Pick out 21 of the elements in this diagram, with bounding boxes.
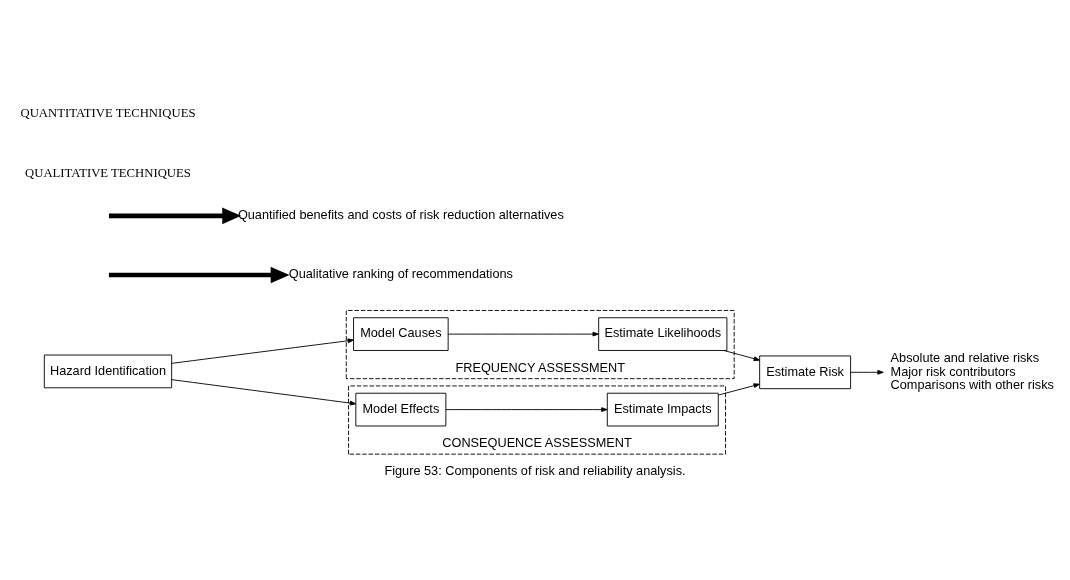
- node-box: Model Effects: [355, 392, 447, 427]
- node-box: Hazard Identification: [43, 354, 173, 389]
- arrow: [171, 379, 357, 406]
- arrow: [108, 207, 242, 225]
- node-text: Absolute and relative risks Major risk contributors Comparisons with other risks: [890, 350, 1054, 393]
- arrow: [850, 369, 884, 375]
- node-box: Estimate Risk: [759, 355, 852, 390]
- node-text: Qualitative ranking of recommendations: [288, 266, 513, 282]
- node-box: Model Causes: [353, 317, 449, 351]
- label: QUALITATIVE TECHNIQUES: [25, 165, 191, 180]
- arrow: [445, 407, 608, 412]
- arrow: [723, 350, 760, 362]
- node-text: Quantified benefits and costs of risk reduction alternatives: [237, 207, 564, 223]
- arrow: [171, 338, 354, 364]
- caption: Figure 53: Components of risk and reliability analysis.: [384, 463, 686, 479]
- node-box: Estimate Impacts: [606, 392, 719, 427]
- label: QUANTITATIVE TECHNIQUES: [20, 106, 196, 121]
- node-box: Estimate Likelihoods: [598, 317, 728, 351]
- arrow: [717, 383, 760, 396]
- arrow: [447, 331, 599, 337]
- arrow: [108, 266, 290, 284]
